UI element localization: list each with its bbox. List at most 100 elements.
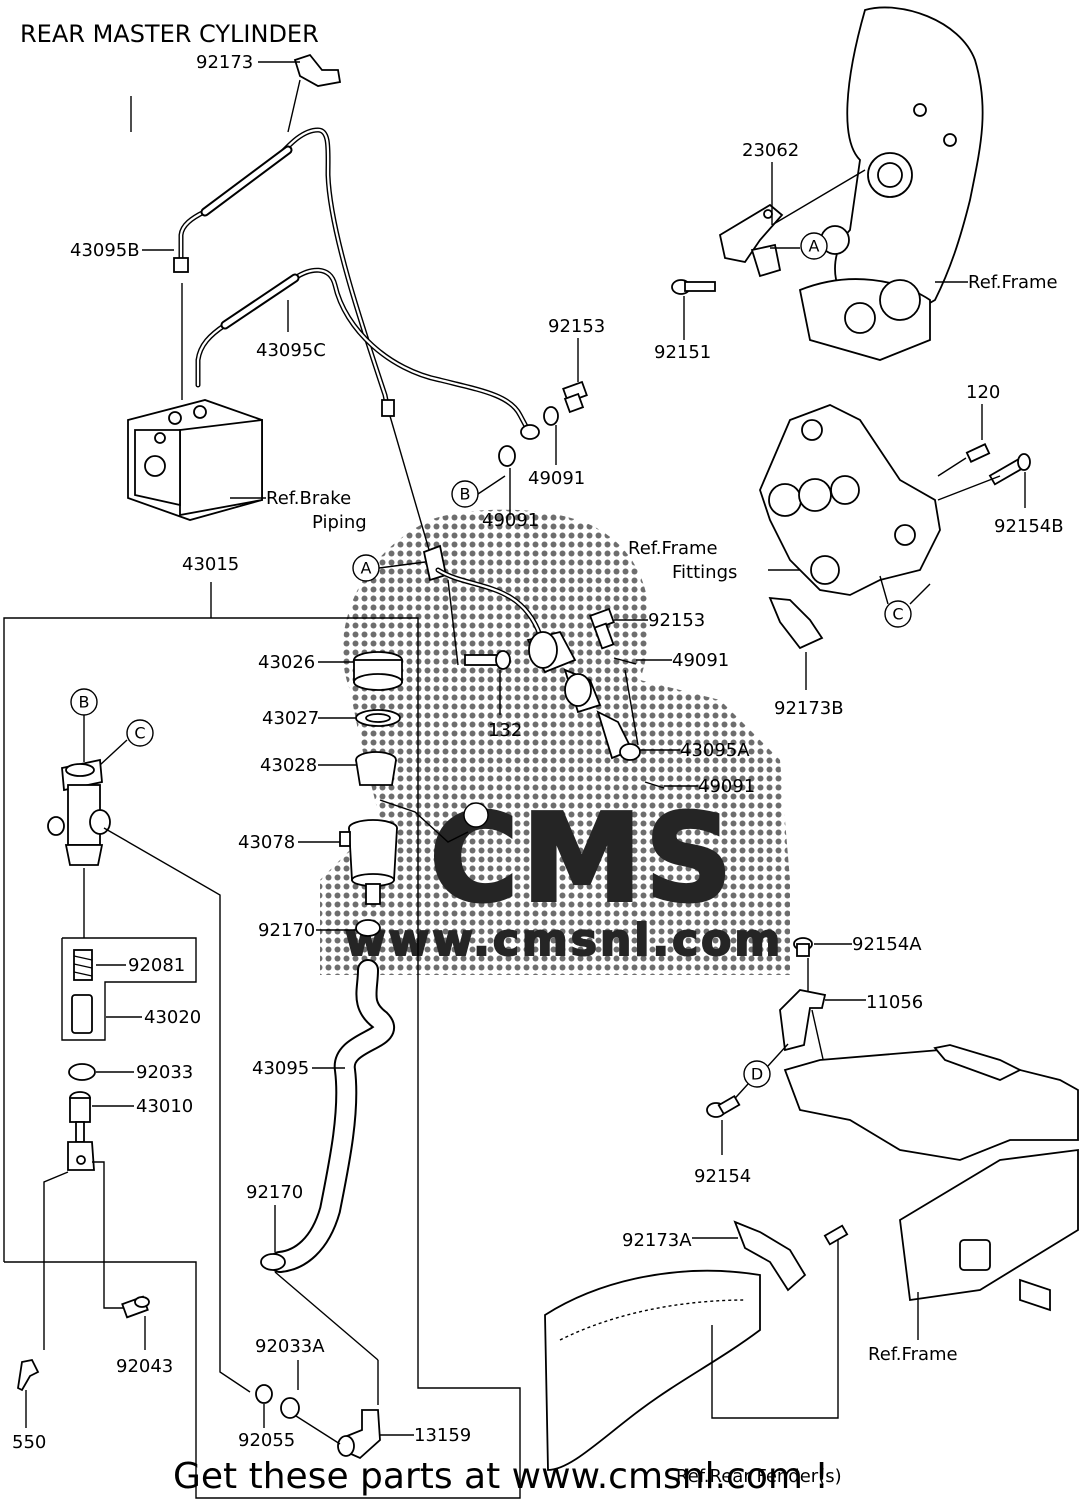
piston-43020 (71, 994, 93, 1034)
clip-92170-top (355, 919, 381, 937)
part-label-43078: 43078 (238, 832, 295, 853)
part-label-92153-top: 92153 (548, 316, 605, 337)
clamp-92173A (733, 1220, 849, 1292)
marker-c-right (884, 600, 912, 628)
part-label-92153-mid: 92153 (648, 610, 705, 631)
plate-43027 (355, 709, 401, 727)
svg-text:B: B (79, 693, 90, 712)
bracket-11056 (779, 989, 827, 1052)
svg-text:C: C (892, 605, 903, 624)
part-label-550: 550 (12, 1432, 46, 1453)
bolt-92154 (706, 1094, 741, 1118)
abs-unit (127, 399, 263, 521)
bolt-92154A (793, 937, 813, 957)
promo-banner: Get these parts at www.cmsnl.com ! (173, 1456, 829, 1497)
svg-text:B: B (460, 485, 471, 504)
diaphragm-43028 (355, 751, 397, 786)
part-label-92081: 92081 (128, 955, 185, 976)
hose-43095 (269, 959, 395, 1273)
svg-text:D: D (751, 1065, 763, 1084)
cms-watermark: CMS www.cmsnl.com (320, 509, 790, 975)
pushrod-43010 (67, 1091, 95, 1171)
ref-fender-label: Ref.Rear Fender(s) (676, 1466, 842, 1487)
pipe-43095B (173, 127, 395, 417)
marker-a-top (800, 232, 828, 260)
cotter-pin-550 (17, 1358, 40, 1392)
ref-brake-label-2: Piping (312, 512, 367, 533)
part-label-43010: 43010 (136, 1096, 193, 1117)
part-label-92170-top: 92170 (258, 920, 315, 941)
part-label-92151: 92151 (654, 342, 711, 363)
part-label-49091-a: 49091 (528, 468, 585, 489)
marker-c-left (126, 719, 154, 747)
rear-fender (544, 1269, 761, 1471)
bolt-92151 (671, 279, 716, 295)
part-label-43095: 43095 (252, 1058, 309, 1079)
part-label-120: 120 (966, 382, 1000, 403)
part-label-92173B: 92173B (774, 698, 844, 719)
clamp-92173 (293, 53, 342, 87)
part-label-92173A: 92173A (622, 1230, 692, 1251)
part-label-23062: 23062 (742, 140, 799, 161)
part-label-92170-bottom: 92170 (246, 1182, 303, 1203)
circlip-92033 (68, 1063, 96, 1081)
bolt-120 (965, 443, 991, 463)
bolt-92154B (988, 453, 1031, 486)
frame-top-right (798, 6, 984, 361)
part-label-92154B: 92154B (994, 516, 1064, 537)
washer-49091-b (498, 445, 516, 467)
washer-49091-c (613, 657, 637, 665)
svg-text:C: C (134, 724, 145, 743)
spring-92081 (73, 949, 93, 981)
washer-49091-d (644, 781, 665, 789)
bracket-23062 (718, 203, 784, 278)
part-label-43028: 43028 (260, 755, 317, 776)
part-label-92033A: 92033A (255, 1336, 325, 1357)
frame-fittings (759, 404, 941, 596)
fitting-13159 (337, 1409, 381, 1460)
circlip-92033A (280, 1397, 300, 1419)
part-label-92154A: 92154A (852, 934, 922, 955)
part-label-49091-b: 49091 (482, 510, 539, 531)
part-label-13159: 13159 (414, 1425, 471, 1446)
diagram-title: REAR MASTER CYLINDER (20, 20, 319, 48)
part-label-43015: 43015 (182, 554, 239, 575)
reservoir-43078 (339, 819, 398, 905)
pipe-43095C (195, 267, 540, 440)
ref-frame-top-label: Ref.Frame (968, 272, 1058, 293)
ref-frame-bottom-label: Ref.Frame (868, 1344, 958, 1365)
part-label-43026: 43026 (258, 652, 315, 673)
svg-text:A: A (361, 559, 372, 578)
bolt-92153-top (562, 380, 588, 414)
part-label-92055: 92055 (238, 1430, 295, 1451)
kit-bracket-92081-43020 (61, 937, 197, 1041)
clip-92170-bottom (260, 1253, 286, 1271)
clamp-92173B (768, 596, 824, 650)
part-label-92033: 92033 (136, 1062, 193, 1083)
bolt-92153-mid (589, 607, 615, 650)
part-label-92043: 92043 (116, 1356, 173, 1377)
ref-fittings-label-2: Fittings (672, 562, 737, 583)
washer-49091-top (543, 406, 559, 426)
svg-text:A: A (809, 237, 820, 256)
marker-b-mid (463, 802, 489, 828)
ref-fittings-label-1: Ref.Frame (628, 538, 718, 559)
frame-bottom-right (783, 1044, 1079, 1312)
cap-43026 (353, 651, 403, 691)
part-label-92173: 92173 (196, 52, 253, 73)
part-label-43027: 43027 (262, 708, 319, 729)
part-label-49091-c: 49091 (672, 650, 729, 671)
assembly-bracket-43015 (3, 582, 521, 1499)
master-cylinder-43015 (47, 758, 111, 866)
part-label-132: 132 (488, 720, 522, 741)
watermark-logo-shape (320, 509, 790, 975)
part-label-43095A: 43095A (680, 740, 750, 761)
ref-brake-label-1: Ref.Brake (266, 488, 351, 509)
part-label-11056: 11056 (866, 992, 923, 1013)
part-label-43020: 43020 (144, 1007, 201, 1028)
master-cylinder-body (526, 630, 641, 761)
part-label-43095C: 43095C (256, 340, 326, 361)
part-label-49091-d: 49091 (698, 776, 755, 797)
marker-d (743, 1060, 771, 1088)
